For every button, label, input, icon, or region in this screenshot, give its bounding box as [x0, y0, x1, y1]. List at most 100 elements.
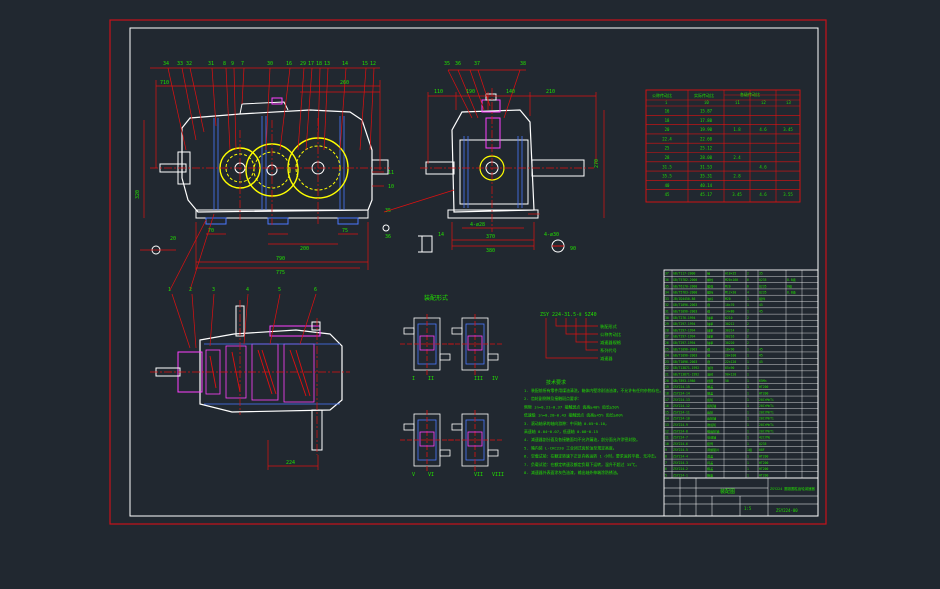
dim-height: 320 — [135, 190, 141, 199]
parts-cell: GB/T1096-2003 — [673, 360, 697, 364]
parts-cell: Q235 — [759, 278, 767, 282]
front-top-num: 14 — [342, 61, 348, 67]
parts-cell: Q235 — [759, 291, 767, 295]
asm-label: IV — [492, 376, 498, 382]
parts-cell: 30212 — [725, 322, 734, 326]
parts-cell: 2 — [747, 328, 749, 332]
parts-cell: 6210 — [725, 316, 733, 320]
parts-cell: 22 — [665, 366, 669, 370]
dim-side-foot: 90 — [570, 246, 576, 252]
parts-cell: HT200 — [759, 467, 768, 471]
parts-cell: 9 — [665, 448, 667, 452]
parts-cell: HT200 — [759, 385, 768, 389]
front-top-num: 8 — [223, 61, 226, 67]
parts-cell: 油标 — [707, 296, 713, 301]
parts-cell: 轴承 — [707, 321, 713, 326]
asm-label: VI — [428, 472, 434, 478]
parts-cell: 1组 — [747, 447, 752, 452]
parts-cell: 20CrMnTi — [759, 410, 774, 414]
parts-cell: ZSY224-3 — [673, 461, 688, 465]
ratio-cell: 22.60 — [700, 136, 713, 141]
parts-cell: 10×70 — [725, 303, 734, 307]
assembly-title: 装配形式 — [424, 294, 448, 302]
parts-cell: 6 — [747, 278, 749, 282]
code-note: 装配形式 — [600, 323, 618, 330]
parts-cell: 箱盖 — [707, 466, 713, 471]
parts-cell: ZSY224-5 — [673, 448, 688, 452]
asm-label: V — [412, 472, 415, 478]
ratio-cell: 31.53 — [700, 164, 713, 169]
front-top-num: 15 — [362, 61, 368, 67]
parts-cell: 13 — [665, 423, 669, 427]
parts-cell: 齿轮 — [707, 397, 713, 402]
parts-cell: GB/T5783-2000 — [673, 291, 697, 295]
parts-cell: 2 — [747, 322, 749, 326]
parts-cell: 1 — [747, 347, 749, 351]
parts-cell: 20CrMnTi — [759, 398, 774, 402]
parts-cell: 42CrMo — [759, 436, 770, 440]
front-top-num: 32 — [186, 61, 192, 67]
dim-side-bottom-b: 380 — [486, 248, 495, 254]
side-top-num: 36 — [455, 61, 461, 67]
parts-cell: HT200 — [759, 454, 768, 458]
ratio-cell: 4.6 — [759, 164, 767, 169]
parts-cell: ZSY224-7 — [673, 436, 688, 440]
ratio-cell: 19.90 — [700, 127, 713, 132]
parts-cell: 20 — [665, 379, 669, 383]
parts-cell: 1 — [747, 436, 749, 440]
parts-cell: 26 — [665, 341, 669, 345]
parts-cell: 10 — [665, 442, 669, 446]
parts-cell: 1 — [747, 398, 749, 402]
ratio-cell: 28.00 — [700, 155, 713, 160]
parts-cell: 32 — [665, 303, 669, 307]
plan-num: 3 — [212, 287, 215, 293]
parts-cell: ZSY224-4 — [673, 454, 688, 458]
parts-cell: 8.8级 — [787, 290, 796, 295]
parts-cell: 调整垫片 — [707, 447, 719, 452]
parts-cell: GB/T1096-2003 — [673, 310, 697, 314]
parts-cell: 轴承 — [707, 340, 713, 345]
parts-cell: 轴承 — [707, 315, 713, 320]
parts-cell: 45 — [759, 360, 763, 364]
dim-side-left: 110 — [434, 89, 443, 95]
parts-cell: ZSY224-10 — [673, 417, 690, 421]
parts-cell: 6 — [747, 284, 749, 288]
ratio-subheader: i2 — [761, 100, 766, 105]
side-top-num: 35 — [444, 61, 450, 67]
parts-cell: 螺母 — [707, 283, 713, 288]
parts-cell: 锥齿轮 — [707, 422, 716, 427]
parts-cell: 11 — [665, 436, 669, 440]
front-view: 34 33 32 31 8 9 7 30 16 29 17 18 13 14 1… — [135, 61, 394, 291]
ratio-cell: 35.31 — [700, 174, 713, 179]
ratio-cell: 2.8 — [733, 174, 741, 179]
front-top-num: 13 — [324, 61, 330, 67]
parts-cell: ZSY224-8 — [673, 429, 688, 433]
parts-cell: 20CrMnTi — [759, 423, 774, 427]
parts-cell: Q235 — [759, 284, 767, 288]
parts-cell: 30216 — [725, 335, 734, 339]
parts-cell: 35 — [759, 272, 763, 276]
parts-cell: 28 — [665, 328, 669, 332]
parts-cell: 22×120 — [725, 360, 736, 364]
parts-cell: 36 — [665, 278, 669, 282]
ratio-header: 实际传动比 — [694, 92, 714, 98]
parts-cell: 透盖 — [707, 453, 713, 458]
parts-cell: 30 — [665, 316, 669, 320]
parts-cell: GB/T297-1994 — [673, 328, 695, 332]
dim-base-a: 70 — [208, 228, 214, 234]
parts-cell: ZSY224-6 — [673, 442, 688, 446]
front-top-num: 18 — [316, 61, 322, 67]
parts-cell: 齿轮轴 — [707, 416, 716, 421]
ratio-cell: 35.5 — [662, 174, 672, 179]
parts-cell: 50 — [725, 379, 729, 383]
parts-cell: 33 — [665, 297, 669, 301]
tech-requirements: 技术要求 1. 装配前所有零件用煤油清洗，箱体内壁涂耐油油漆，不允许有任何杂物存… — [524, 379, 663, 475]
parts-cell: M20 — [725, 297, 731, 301]
plan-view: 1 2 3 4 5 6 224 — [150, 287, 350, 470]
parts-cell: ZSY224-2 — [673, 467, 688, 471]
ratio-cell: 25 — [665, 146, 670, 151]
front-top-num: 34 — [163, 61, 169, 67]
parts-cell: 08F — [759, 448, 765, 452]
parts-cell: 45 — [759, 310, 763, 314]
parts-cell: GB/T893-1986 — [673, 379, 695, 383]
